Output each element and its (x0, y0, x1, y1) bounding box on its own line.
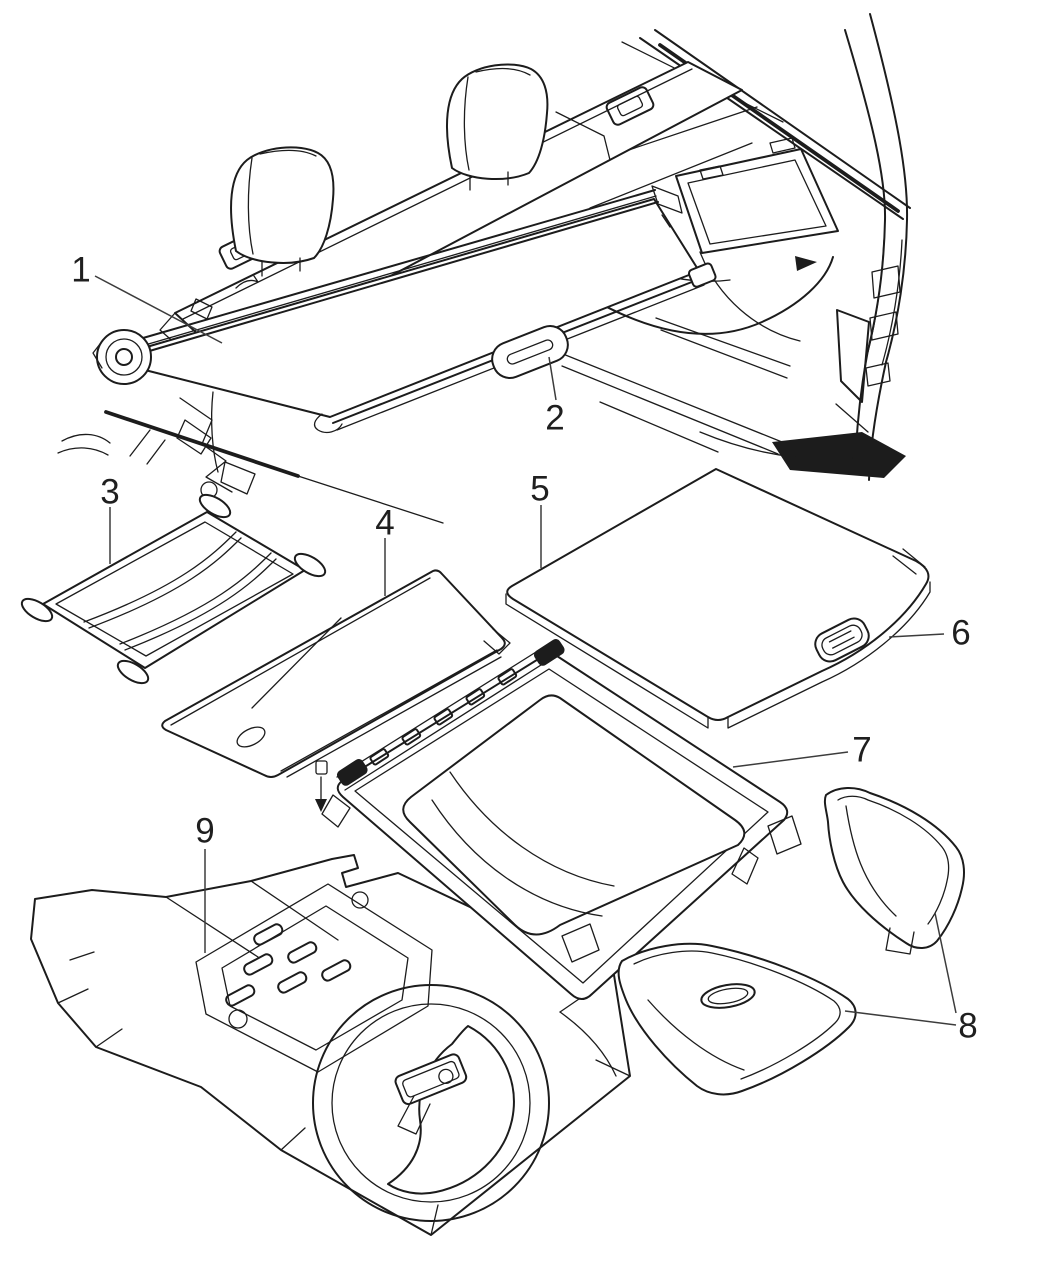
part-callout-5: 5 (530, 469, 550, 509)
part-callout-6: 6 (951, 613, 971, 653)
headrest-left-drawing (230, 146, 335, 277)
headrest-right-drawing (446, 63, 549, 191)
load-floor-mat-drawing (161, 569, 511, 812)
part-callout-9: 9 (195, 811, 215, 851)
part-callout-2: 2 (545, 398, 565, 438)
spare-tire-tray-drawing (321, 639, 802, 1000)
load-floor-panel-drawing (505, 468, 931, 729)
cargo-carpet-drawing (30, 854, 631, 1236)
storage-bins-drawing (617, 787, 965, 1096)
floor-handle-drawing (814, 617, 870, 663)
part-callout-3: 3 (100, 472, 120, 512)
part-callout-7: 7 (852, 730, 872, 770)
part-callout-1: 1 (71, 250, 91, 290)
cargo-cover-drawing (92, 185, 717, 434)
jack-handle-drawing (394, 1053, 468, 1135)
seat-bracket-drawing (57, 391, 444, 524)
cover-handle-drawing (491, 325, 569, 379)
part-callout-8: 8 (958, 1006, 978, 1046)
part-callout-4: 4 (375, 503, 395, 543)
cargo-net-drawing (20, 493, 327, 685)
